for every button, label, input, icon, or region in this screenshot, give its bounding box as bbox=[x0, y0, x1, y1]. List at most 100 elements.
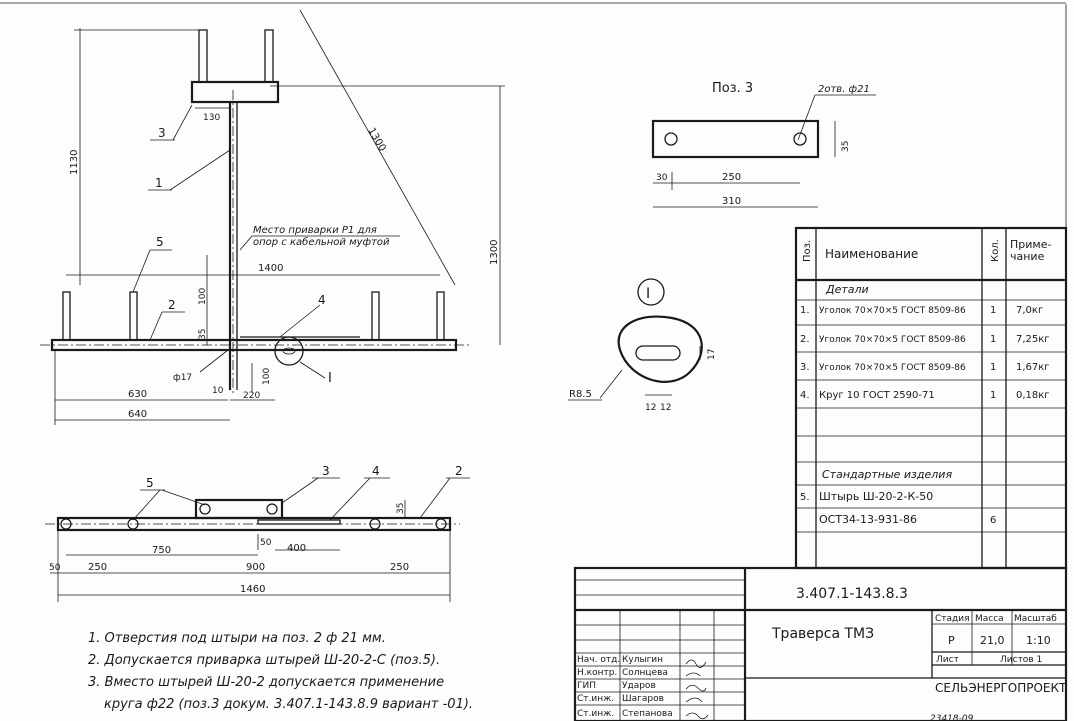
stage-label: Стадия bbox=[935, 614, 970, 624]
dim-line-diag bbox=[299, 9, 456, 286]
pos3-title: Поз. 3 bbox=[712, 81, 753, 96]
pos3-holes: 2отв. ф21 bbox=[818, 84, 870, 95]
pin-beam-4 bbox=[436, 291, 445, 341]
dim-1400: 1400 bbox=[258, 263, 283, 274]
detail-I: I 17 R8.5 12 12 bbox=[568, 278, 717, 413]
leader-1 bbox=[169, 149, 231, 191]
note-3: 3. Вместо штырей Ш-20-2 допускается прим… bbox=[88, 675, 444, 690]
spec-row2-name: Уголок 70×70×5 ГОСТ 8509-86 bbox=[819, 335, 966, 345]
title-block: 3.407.1-143.8.3 Траверса ТМЗ Стадия Масс… bbox=[573, 566, 1068, 721]
detail-I-badge bbox=[637, 278, 665, 306]
spec-header-name: Наименование bbox=[825, 247, 918, 261]
spec-header-pos: Поз. bbox=[802, 240, 813, 262]
spec-row5-name2: ОСТ34-13-931-86 bbox=[819, 513, 917, 526]
detail-I-dim-17: 17 bbox=[707, 349, 717, 360]
leader-5 bbox=[132, 249, 151, 293]
spec-section-standard: Стандартные изделия bbox=[822, 468, 952, 481]
pin-top-right bbox=[264, 29, 274, 83]
spec-row4-name: Круг 10 ГОСТ 2590-71 bbox=[819, 390, 935, 401]
plan-dim-1460: 1460 bbox=[240, 584, 265, 595]
pos3-dim-35: 35 bbox=[841, 141, 851, 152]
spec-row3-qty: 1 bbox=[990, 362, 996, 373]
plan-label-pos2: 2 bbox=[455, 464, 463, 478]
detail-I-badge-text: I bbox=[646, 286, 650, 302]
spec-header-note2: чание bbox=[1010, 250, 1045, 263]
dim-1300-right: 1300 bbox=[489, 240, 500, 265]
spec-section-details: Детали bbox=[825, 283, 869, 296]
sheets-label: Листов 1 bbox=[1000, 655, 1042, 665]
drawing-title: Траверса ТМЗ bbox=[771, 626, 874, 642]
scale-label: Масштаб bbox=[1014, 614, 1057, 624]
plan-label-pos5: 5 bbox=[146, 476, 154, 490]
note-4: круга ф22 (поз.3 докум. 3.407.1-143.8.9 … bbox=[104, 697, 473, 712]
staff-role-4: Ст.инж. bbox=[577, 694, 614, 704]
spec-row3-note: 1,67кг bbox=[1016, 362, 1050, 373]
flange-pos3 bbox=[190, 80, 280, 104]
dim-640: 640 bbox=[128, 409, 147, 420]
spec-row1-qty: 1 bbox=[990, 305, 996, 316]
plan-flange bbox=[194, 498, 284, 520]
spec-row3-name: Уголок 70×70×5 ГОСТ 8509-86 bbox=[819, 363, 966, 373]
note-1: 1. Отверстия под штыри на поз. 2 ф 21 мм… bbox=[88, 631, 386, 646]
sheet-label: Лист bbox=[936, 655, 959, 665]
plan-dim-750: 750 bbox=[152, 545, 171, 556]
plan-view: 5 3 4 2 35 50 400 750 50 250 900 250 146… bbox=[45, 464, 470, 602]
weld-note-line2: опор с кабельной муфтой bbox=[253, 236, 390, 248]
spec-row2-pos: 2. bbox=[800, 334, 810, 345]
mass-label: Масса bbox=[975, 614, 1004, 624]
dim-35: 35 bbox=[198, 329, 208, 340]
detail-I-slot bbox=[635, 345, 681, 361]
spec-row4-note: 0,18кг bbox=[1016, 390, 1050, 401]
org-name: СЕЛЬЭНЕРГОПРОЕКТ bbox=[935, 681, 1067, 695]
doc-code: 3.407.1-143.8.3 bbox=[796, 586, 908, 602]
spec-row5-pos: 5. bbox=[800, 492, 810, 503]
pin-top-left bbox=[198, 29, 208, 83]
leader-2 bbox=[149, 311, 163, 341]
spec-row2-qty: 1 bbox=[990, 334, 996, 345]
dim-130: 130 bbox=[203, 113, 220, 123]
plan-dim-250a: 250 bbox=[88, 562, 107, 573]
pin-beam-2 bbox=[129, 291, 138, 341]
staff-name-3: Ударов bbox=[622, 681, 656, 691]
pin-beam-3 bbox=[371, 291, 380, 341]
spec-row1-note: 7,0кг bbox=[1016, 305, 1043, 316]
label-pos3: 3 bbox=[158, 126, 166, 140]
plan-dim-50: 50 bbox=[260, 538, 272, 548]
staff-name-5: Степанова bbox=[622, 709, 673, 719]
staff-role-1: Нач. отд. bbox=[577, 655, 620, 665]
detail-I-circle bbox=[274, 336, 304, 366]
spec-row1-pos: 1. bbox=[800, 305, 810, 316]
spec-row5-qty: 6 bbox=[990, 515, 996, 526]
spec-header-note1: Приме- bbox=[1010, 238, 1051, 251]
label-pos4: 4 bbox=[318, 293, 326, 307]
spec-table: Поз. Наименование Кол. Приме- чание Дета… bbox=[794, 226, 1068, 570]
detail-I-radius: R8.5 bbox=[569, 389, 592, 400]
spec-row5-name1: Штырь Ш-20-2-К-50 bbox=[819, 490, 933, 503]
note-2: 2. Допускается приварка штырей Ш-20-2-С … bbox=[88, 653, 440, 668]
plan-rod bbox=[257, 519, 341, 525]
label-pos5: 5 bbox=[156, 235, 164, 249]
stage-value: Р bbox=[948, 634, 955, 647]
dim-630: 630 bbox=[128, 389, 147, 400]
dim-1130: 1130 bbox=[69, 150, 80, 175]
staff-role-2: Н.контр. bbox=[577, 668, 617, 678]
detail-I-dim-12b: 12 bbox=[660, 403, 671, 413]
spec-row3-pos: 3. bbox=[800, 362, 810, 373]
footer-code: 23418-09 bbox=[930, 714, 974, 721]
pos3-dim-250: 250 bbox=[722, 172, 741, 183]
staff-role-3: ГИП bbox=[577, 681, 596, 691]
label-pos1: 1 bbox=[155, 176, 163, 190]
dim-100: 100 bbox=[198, 288, 208, 305]
pos3-hole-right bbox=[793, 132, 807, 146]
title-block-frame bbox=[573, 566, 1068, 721]
signature-marks bbox=[685, 659, 709, 720]
plan-dim-35: 35 bbox=[396, 503, 406, 514]
pos3-dim-310: 310 bbox=[722, 196, 741, 207]
staff-name-4: Шагаров bbox=[622, 694, 664, 704]
spec-row4-pos: 4. bbox=[800, 390, 810, 401]
dim-hole-17: ф17 bbox=[173, 373, 192, 383]
label-pos2: 2 bbox=[168, 298, 176, 312]
front-view: 1130 1300 1300 130 3 1 Место приварки Р1… bbox=[40, 9, 505, 425]
